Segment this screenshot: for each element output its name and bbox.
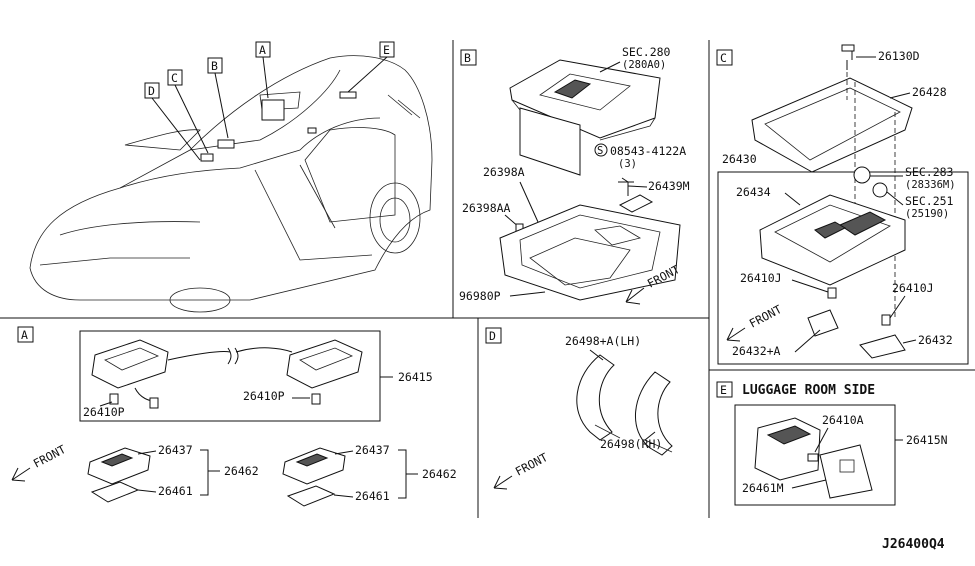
grip-26498-RH [635, 371, 673, 456]
c-26432: 26432 [918, 333, 953, 347]
callout-D-car-label: D [148, 84, 155, 98]
callout-E-car-label: E [383, 43, 390, 57]
c-26130D: 26130D [878, 49, 920, 63]
c-sec251: SEC.251 [905, 194, 954, 208]
lamp-26415N [754, 417, 821, 481]
lamp-26415-right [286, 339, 363, 389]
car-callouts: A B C D E [144, 41, 395, 161]
c-sec283: SEC.283 [905, 165, 954, 179]
a-26461-b: 26461 [355, 489, 390, 503]
d-lh: 26498+A(LH) [565, 334, 641, 348]
car-overview-illustration [29, 55, 433, 313]
bulb-26410P-b [311, 393, 321, 405]
a-26461-a: 26461 [158, 484, 193, 498]
b-s-mark: S [597, 145, 603, 157]
c-26434: 26434 [736, 185, 771, 199]
sun-shade-part [519, 107, 581, 176]
c-26410J-a: 26410J [740, 271, 782, 285]
lamp-26437-b [282, 447, 346, 485]
a-26462-a: 26462 [224, 464, 259, 478]
e-26461M: 26461M [742, 481, 784, 495]
panel-dividers [0, 40, 975, 518]
lens-26432A [807, 309, 839, 337]
b-sec280: SEC.280 [622, 45, 671, 59]
b-26398AA: 26398AA [462, 201, 511, 215]
bracket-26439M [618, 194, 654, 213]
a-26410P-b: 26410P [243, 389, 285, 403]
a-26415: 26415 [398, 370, 433, 384]
bulb-26410A [807, 453, 819, 462]
sensor-28336M [853, 166, 871, 184]
diagram-code: J26400Q4 [882, 537, 945, 552]
a-front: FRONT [31, 442, 68, 471]
b-96980P: 96980P [459, 289, 501, 303]
d-front: FRONT [513, 450, 550, 479]
a-26437-a: 26437 [158, 443, 193, 457]
panel-D: D 26498+A(LH) 26498(RH) FRONT [485, 327, 673, 490]
b-26398A: 26398A [483, 165, 525, 179]
frame-26428 [751, 77, 913, 173]
panel-A-tag: A [21, 328, 28, 342]
c-sec251-sub: (25190) [905, 208, 949, 220]
e-assembly-box [734, 404, 896, 506]
c-26410J-b: 26410J [892, 281, 934, 295]
lens-26432 [859, 334, 906, 359]
a-26410P-a: 26410P [83, 405, 125, 419]
panel-C: C 26130D 26428 26430 26434 SEC.283 (2833… [716, 44, 969, 365]
c-26430: 26430 [722, 152, 757, 166]
part-25190 [872, 182, 888, 198]
c-front: FRONT [747, 302, 784, 331]
a-26437-b: 26437 [355, 443, 390, 457]
screw-26130D [841, 44, 855, 52]
b-screw-qty: (3) [618, 158, 637, 170]
c-inner-box [717, 171, 969, 365]
bulb-26410P-a [109, 393, 119, 405]
c-26432A: 26432+A [732, 344, 781, 358]
console-26434 [759, 194, 906, 286]
c-26428: 26428 [912, 85, 947, 99]
e-26415N: 26415N [906, 433, 948, 447]
bulb-26410J-b [881, 314, 891, 326]
panel-A: A 26410P 26410P 26415 26437 26461 26462 … [11, 326, 457, 507]
lamp-26437-a [87, 447, 151, 485]
c-sec283-sub: (28336M) [905, 179, 956, 191]
panel-C-tag: C [720, 51, 727, 65]
d-rh: 26498(RH) [600, 437, 662, 451]
a-assembly-box [79, 330, 381, 422]
lamp-26415-left [91, 339, 169, 389]
console-frame-96980P [499, 204, 681, 301]
e-title: LUGGAGE ROOM SIDE [742, 383, 875, 398]
panel-B-tag: B [464, 51, 471, 65]
b-26439M: 26439M [648, 179, 690, 193]
callout-C-car-label: C [171, 71, 178, 85]
panel-D-tag: D [489, 329, 496, 343]
lens-26461-b [286, 485, 336, 507]
b-screw-code: 08543-4122A [610, 144, 686, 158]
bulb-26410J-a [827, 287, 837, 299]
grip-26498A-LH [576, 354, 615, 441]
a-26462-b: 26462 [422, 467, 457, 481]
panel-E-tag: E [720, 383, 727, 397]
callout-B-car-label: B [211, 59, 218, 73]
callout-A-car-label: A [259, 43, 266, 57]
panel-E: E LUGGAGE ROOM SIDE 26410A 26415N 26461M [716, 381, 948, 506]
panel-B: B SEC.280 (280A0) S 08543-4122A (3) 2639… [459, 45, 690, 305]
lens-26461M [819, 444, 873, 499]
e-26410A: 26410A [822, 413, 864, 427]
lens-26461-a [90, 481, 140, 503]
b-sec280-sub: (280A0) [622, 59, 666, 71]
